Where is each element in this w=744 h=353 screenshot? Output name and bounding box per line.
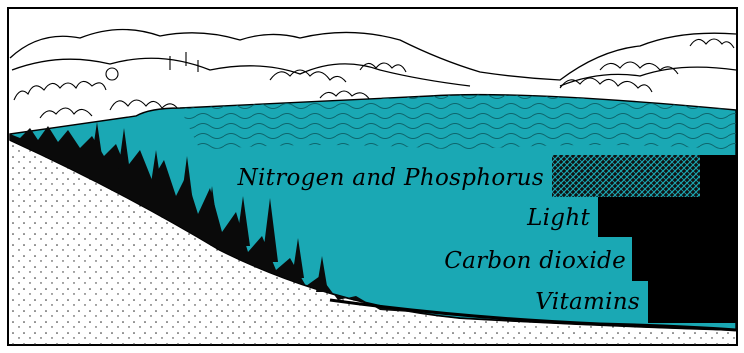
label-light: Light [526, 205, 590, 231]
label-vitamins: Vitamins [535, 289, 640, 315]
label-nitrogen-phosphorus: Nitrogen and Phosphorus [237, 165, 544, 191]
label-carbon-dioxide: Carbon dioxide [444, 248, 626, 274]
step-nitrogen-phosphorus [552, 155, 700, 197]
